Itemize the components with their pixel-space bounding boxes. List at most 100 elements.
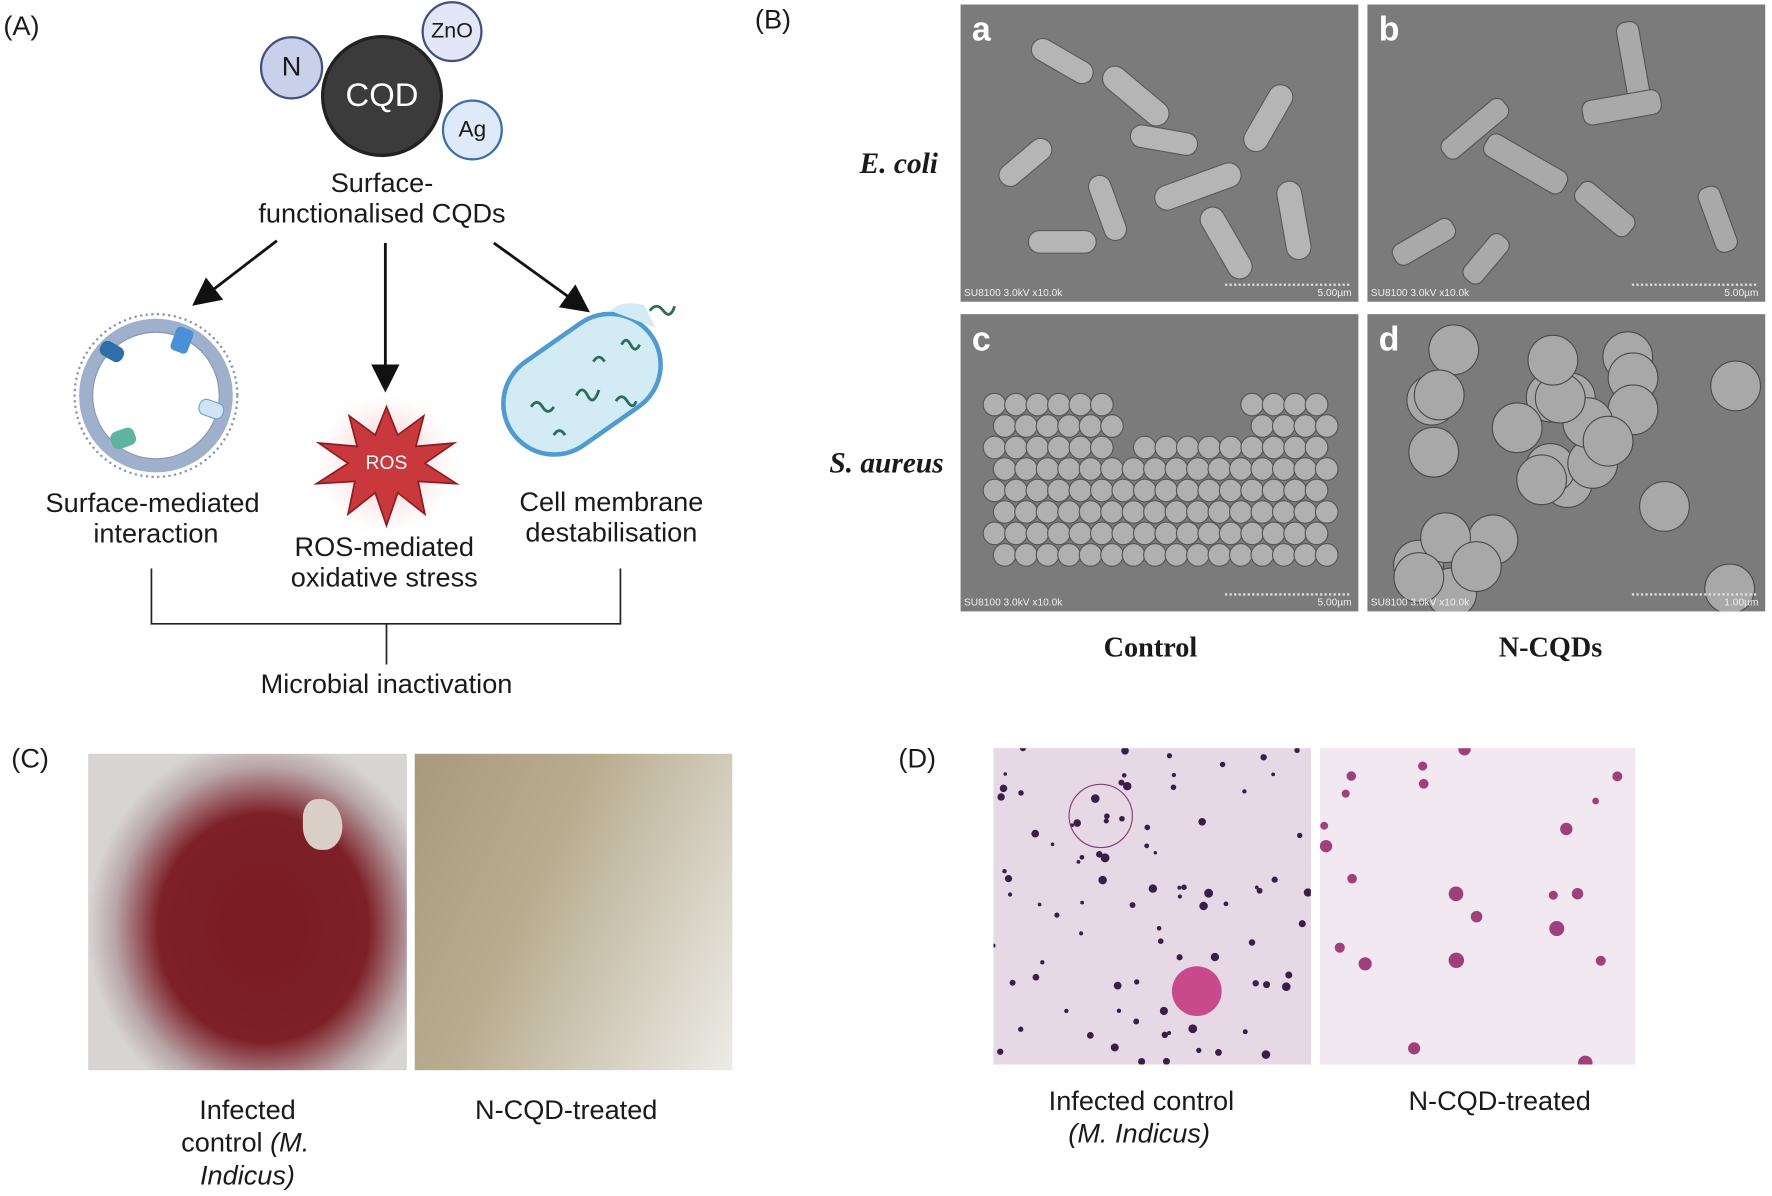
texture-dot — [1516, 454, 1568, 506]
texture-dot — [1132, 521, 1157, 546]
texture-dot — [1121, 500, 1146, 524]
texture-dot — [1710, 360, 1762, 412]
dopant-ag: Ag — [441, 99, 503, 161]
texture-dot — [1283, 521, 1307, 546]
texture-dot — [1086, 1031, 1094, 1039]
texture-dot — [999, 784, 1008, 793]
texture-dot — [1089, 478, 1114, 503]
texture-dot — [1002, 868, 1007, 874]
texture-dot — [1408, 1042, 1421, 1055]
texture-dot — [1341, 789, 1350, 798]
texture-dot — [1176, 954, 1183, 961]
texture-dot — [1242, 1029, 1248, 1035]
texture-dot — [1303, 888, 1311, 897]
texture-dot — [1161, 1031, 1168, 1039]
texture-dot — [1271, 457, 1296, 481]
texture-dot — [1260, 754, 1267, 761]
texture-dot — [1334, 942, 1345, 953]
texture-dot — [1032, 973, 1040, 981]
texture-dot — [1132, 435, 1157, 460]
texture-dot — [1068, 521, 1093, 546]
texture-dot — [1175, 521, 1200, 546]
texture-dot — [1314, 543, 1339, 567]
sem-scale: 1.00µm — [1724, 596, 1759, 608]
texture-dot — [1219, 761, 1226, 768]
membrane-icon — [73, 313, 239, 479]
texture-dot — [1035, 543, 1060, 567]
texture-dot — [1134, 979, 1140, 985]
texture-dot — [1164, 500, 1189, 524]
texture-dot — [1068, 478, 1093, 503]
texture-dot — [1186, 500, 1210, 524]
texture-dot — [1132, 478, 1157, 503]
texture-dot — [1271, 414, 1296, 438]
texture-dot — [1304, 435, 1329, 460]
texture-dot — [1154, 521, 1179, 546]
texture-dot — [1198, 818, 1206, 826]
texture-dot — [1019, 748, 1026, 752]
texture-dot — [1121, 457, 1146, 481]
texture-dot — [1297, 832, 1303, 839]
texture-dot — [1549, 921, 1565, 937]
texture-dot — [1035, 457, 1060, 481]
texture-dot — [1314, 414, 1339, 438]
texture-dot — [1218, 478, 1243, 503]
texture-dot — [1281, 982, 1291, 991]
texture-dot — [1057, 543, 1081, 567]
texture-dot — [1218, 521, 1243, 546]
texture-dot — [1418, 761, 1428, 771]
texture-dot — [1294, 748, 1300, 754]
texture-dot — [1171, 772, 1177, 778]
texture-dot — [1035, 414, 1060, 438]
texture-dot — [1293, 414, 1318, 438]
cocci-cluster — [982, 392, 1339, 567]
scale-bar — [1225, 593, 1350, 596]
texture-dot — [1018, 1026, 1024, 1032]
texture-dot — [1078, 543, 1103, 567]
texture-dot — [1037, 902, 1042, 907]
texture-dot — [982, 521, 1007, 546]
texture-dot — [1157, 938, 1164, 944]
rod-bacteria — [998, 37, 1312, 280]
texture-dot — [1199, 901, 1208, 911]
texture-dot — [1073, 819, 1082, 827]
caption-d-left-2: (M. Indicus) — [1068, 1118, 1210, 1150]
caption-c-left-2-text: control — [181, 1127, 271, 1159]
texture-dot — [1293, 457, 1318, 481]
texture-dot — [1408, 426, 1460, 478]
histology-ncqd-treated — [1319, 748, 1636, 1065]
mechanism-3-line1: Cell membrane — [519, 487, 704, 518]
texture-dot — [1358, 957, 1372, 971]
texture-dot — [1252, 980, 1259, 987]
texture-dot — [1188, 1024, 1198, 1034]
sem-image-b: b SU8100 3.0kV x10.0k 5.00µm — [1367, 4, 1766, 302]
texture-dot — [1047, 478, 1071, 503]
texture-dot — [1283, 478, 1307, 503]
texture-dot — [1215, 1049, 1222, 1056]
texture-dot — [1704, 563, 1756, 612]
texture-dot — [1153, 850, 1158, 855]
texture-dot — [1003, 772, 1007, 776]
texture-dot — [1025, 478, 1050, 503]
texture-dot — [1090, 794, 1100, 803]
texture-dot — [1129, 902, 1136, 908]
texture-dot — [1228, 457, 1253, 481]
texture-dot — [1098, 875, 1107, 885]
texture-dot — [1177, 894, 1182, 899]
texture-dot — [1639, 481, 1690, 532]
texture-dot — [1261, 521, 1286, 546]
sem-info: SU8100 3.0kV x10.0k — [963, 596, 1063, 608]
texture-dot — [1116, 1008, 1122, 1014]
panel-b-label: (B) — [754, 4, 792, 36]
texture-dot — [1228, 500, 1253, 524]
cqd-title-2: functionalised CQDs — [258, 198, 506, 230]
texture-dot — [1240, 392, 1265, 417]
tissue-stain — [1319, 748, 1623, 1065]
texture-dot — [982, 392, 1007, 417]
sem-image-d: d SU8100 3.0kV x10.0k 1.00µm — [1367, 314, 1766, 612]
texture-dot — [1171, 966, 1222, 1016]
texture-dot — [992, 500, 1017, 524]
texture-dot — [1014, 500, 1038, 524]
panel-c-label: (C) — [11, 743, 49, 775]
texture-dot — [1256, 887, 1263, 894]
